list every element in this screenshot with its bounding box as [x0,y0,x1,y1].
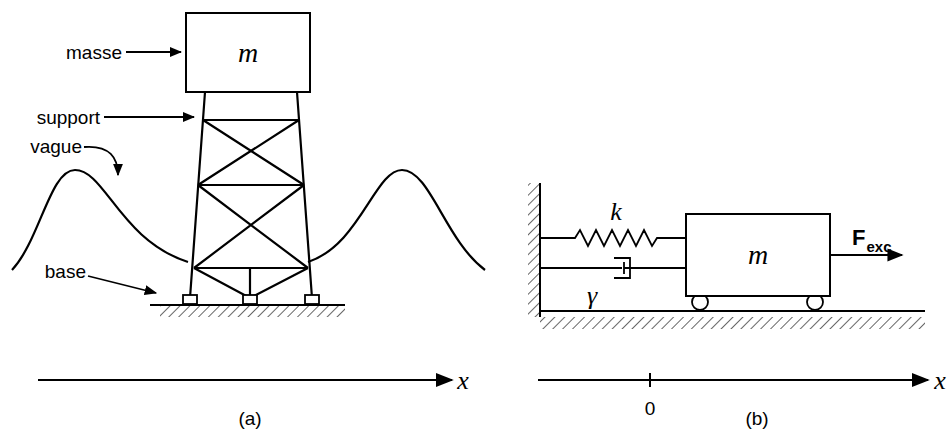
part-label: base [45,262,86,281]
spring-label: k [610,199,622,225]
part-label: vague [30,137,82,156]
mass-symbol: m [748,241,768,269]
mass-box: m [685,213,831,297]
axis-label: x [934,368,946,394]
force-subscript: exc [866,239,891,254]
damper-label: γ [587,283,597,309]
axis-origin: 0 [645,399,656,418]
mass-symbol: m [238,39,258,67]
part-label: support [37,108,100,127]
panel-label: (b) [745,409,768,428]
mass-box: m [185,12,311,93]
panel-label: (a) [238,409,261,428]
axis-label: x [457,368,469,394]
force-label: F [852,227,865,249]
part-label: masse [66,43,122,62]
